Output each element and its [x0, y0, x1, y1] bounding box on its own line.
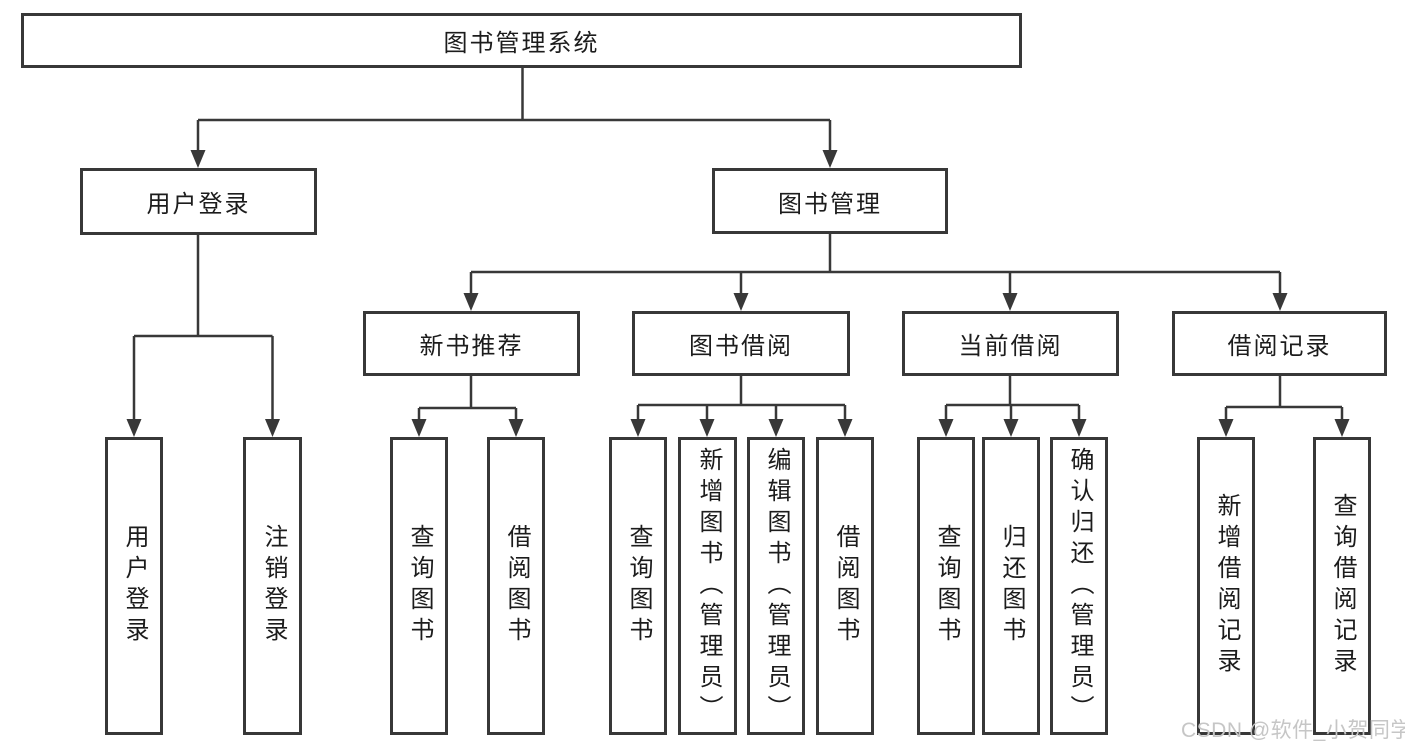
- arrowhead-icons: [126, 150, 1350, 437]
- node-book-borrowing: 图书借阅: [632, 311, 850, 376]
- node-new-book-recommendation: 新书推荐: [363, 311, 580, 376]
- leaf-borrow-books-recommend: 借阅图书: [487, 437, 545, 735]
- leaf-user-login: 用户登录: [105, 437, 163, 735]
- leaf-borrow-books-borrowing: 借阅图书: [816, 437, 874, 735]
- csdn-watermark: CSDN @软件_小贺同学: [1181, 719, 1405, 742]
- node-library-management-system: 图书管理系统: [21, 13, 1022, 68]
- leaf-edit-books-admin: 编辑图书（管理员）: [747, 437, 805, 735]
- connector-lines: [132, 68, 1344, 421]
- leaf-add-borrow-record: 新增借阅记录: [1197, 437, 1255, 735]
- leaf-return-books: 归还图书: [982, 437, 1040, 735]
- leaf-logout: 注销登录: [243, 437, 302, 735]
- node-book-management: 图书管理: [712, 168, 948, 234]
- node-current-borrowing: 当前借阅: [902, 311, 1119, 376]
- leaf-query-books-current: 查询图书: [917, 437, 975, 735]
- leaf-add-books-admin: 新增图书（管理员）: [678, 437, 737, 735]
- node-borrowing-records: 借阅记录: [1172, 311, 1387, 376]
- leaf-confirm-return-admin: 确认归还（管理员）: [1050, 437, 1108, 735]
- leaf-query-books-recommend: 查询图书: [390, 437, 448, 735]
- leaf-query-books-borrowing: 查询图书: [609, 437, 667, 735]
- node-user-login: 用户登录: [80, 168, 317, 235]
- leaf-query-borrow-record: 查询借阅记录: [1313, 437, 1371, 735]
